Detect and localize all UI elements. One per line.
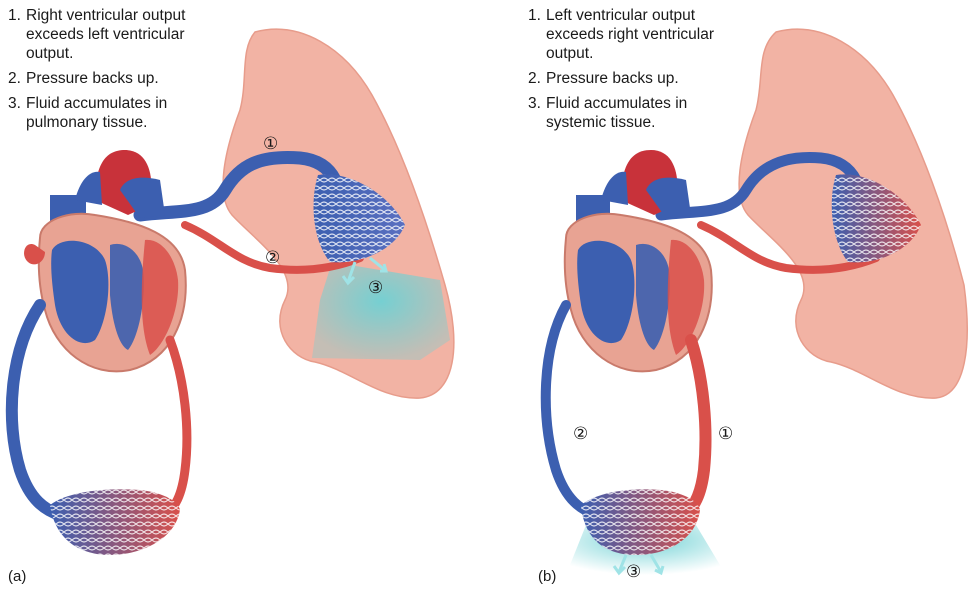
systemic-artery bbox=[684, 340, 705, 515]
marker-1: ① bbox=[263, 134, 278, 154]
marker-3: ③ bbox=[626, 562, 641, 582]
panel-a: 1. Right ventricular output exceeds left… bbox=[0, 0, 486, 590]
step-2: 2. Pressure backs up. bbox=[8, 69, 226, 88]
panel-b-steps: 1. Left ventricular output exceeds right… bbox=[528, 6, 746, 138]
panel-a-steps: 1. Right ventricular output exceeds left… bbox=[8, 6, 226, 138]
step-3: 3. Fluid accumulates in pulmonary tissue… bbox=[8, 94, 216, 132]
panel-label: (b) bbox=[538, 568, 556, 585]
marker-2: ② bbox=[265, 248, 280, 268]
step-1: 1. Right ventricular output exceeds left… bbox=[8, 6, 196, 63]
systemic-artery bbox=[165, 340, 187, 515]
systemic-vein bbox=[12, 305, 60, 515]
panel-label: (a) bbox=[8, 568, 26, 585]
step-1: 1. Left ventricular output exceeds right… bbox=[528, 6, 726, 63]
panel-b: 1. Left ventricular output exceeds right… bbox=[486, 0, 972, 590]
marker-3: ③ bbox=[368, 278, 383, 298]
step-3: 3. Fluid accumulates in systemic tissue. bbox=[528, 94, 726, 132]
step-2: 2. Pressure backs up. bbox=[528, 69, 746, 88]
heart bbox=[24, 150, 186, 371]
marker-1: ① bbox=[718, 424, 733, 444]
marker-2: ② bbox=[573, 424, 588, 444]
